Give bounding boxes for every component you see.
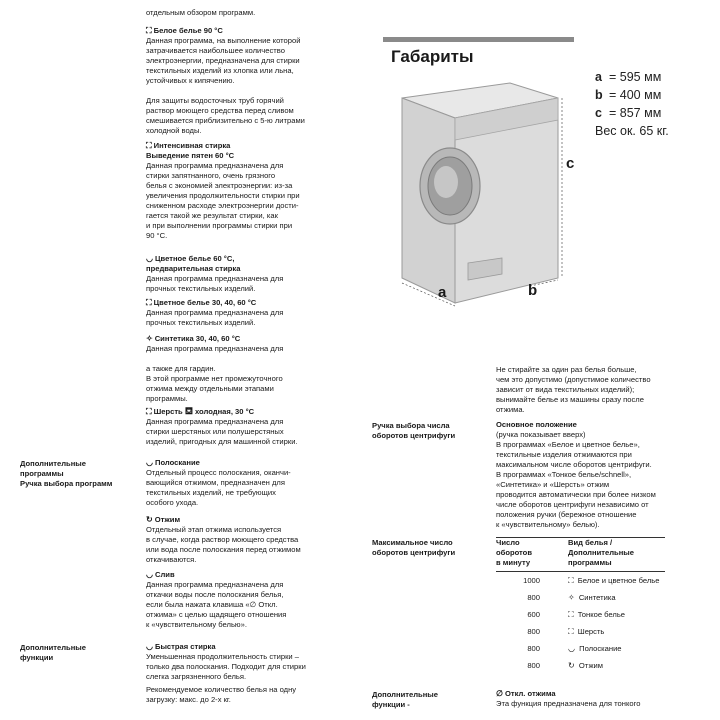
spin-icon: ↻: [568, 661, 575, 670]
spin-off-icon: ∅: [496, 689, 503, 698]
synthetic-icon: ✧: [568, 593, 575, 602]
table-row: 600⛶ Тонкое белье: [527, 610, 626, 619]
dimensions-list: a= 595 мм b= 400 мм c= 857 мм Вес ок. 65…: [595, 68, 669, 140]
rinse-icon: ◡: [568, 644, 575, 653]
page-top-cut-text: отдельным обзором программ.: [146, 8, 256, 17]
program-drain: ◡Слив Данная программа предназначена для…: [146, 570, 287, 629]
program-spin: ↻Отжим Отдельный этап отжима используетс…: [146, 515, 301, 564]
color-laundry-icon: ⛶: [146, 298, 152, 307]
dim-row-c: c= 857 мм: [595, 106, 662, 120]
program-white-title: Белое белье 90 °C: [153, 26, 223, 35]
table-row: 800◡ Полоскание: [527, 644, 622, 653]
control-panel: [454, 97, 559, 141]
program-synthetic: ✧Синтетика 30, 40, 60 °C Данная программ…: [146, 334, 284, 353]
section-title-dimensions: Габариты: [391, 47, 474, 66]
program-rinse: ◡Полоскание Отдельный процесс полоскания…: [146, 458, 291, 507]
handwash-icon: ⛾: [184, 406, 194, 417]
spin-off-function: ∅Откл. отжима Эта функция предназначена …: [496, 689, 641, 708]
service-hatch: [467, 257, 503, 281]
wool-icon: ⛶: [146, 407, 152, 416]
quick-wash-icon: ◡: [146, 642, 153, 651]
curtains-note: а также для гардин.В этой программе нет …: [146, 364, 283, 403]
white-laundry-icon: ⛶: [568, 576, 574, 585]
dim-label-b: b: [528, 282, 538, 299]
washing-machine-diagram: [401, 82, 563, 307]
basic-position: Основное положение (ручка показывает вве…: [496, 420, 656, 529]
overload-warning: Не стирайте за один раз белья больше,чем…: [496, 365, 651, 414]
dim-row-a: a= 595 мм: [595, 70, 662, 84]
prewash-icon: ◡: [146, 254, 153, 263]
program-color-60: ◡Цветное белье 60 °C, предварительная ст…: [146, 254, 284, 293]
dim-label-a: a: [438, 284, 447, 301]
dim-b-line: [529, 279, 559, 287]
program-wool: ⛶Шерсть ⛾холодная, 30 °C Данная программ…: [146, 406, 298, 447]
white-laundry-icon: ⛶: [146, 26, 152, 35]
weight: Вес ок. 65 кг.: [595, 124, 669, 138]
synthetic-icon: ✧: [146, 334, 153, 343]
delicates-icon: ⛶: [568, 610, 574, 619]
table-row: 800⛶ Шерсть: [527, 627, 605, 636]
section-bar: [383, 37, 574, 42]
drain-icon: ◡: [146, 570, 153, 579]
program-white: ⛶Белое белье 90 °C Данная программа, на …: [146, 26, 351, 86]
dim-label-c: c: [566, 155, 575, 172]
rinse-icon: ◡: [146, 458, 153, 467]
table-row: 800✧ Синтетика: [527, 593, 616, 602]
dim-row-b: b= 400 мм: [595, 88, 662, 102]
program-quick: ◡Быстрая стирка Уменьшенная продолжитель…: [146, 642, 306, 704]
table-row: 1000⛶ Белое и цветное белье: [496, 571, 666, 590]
table-row: 800↻ Отжим: [527, 661, 604, 670]
program-intensive: ⛶Интенсивная стирка Выведение пятен 60 °…: [146, 141, 300, 240]
program-color: ⛶Цветное белье 30, 40, 60 °C Данная прог…: [146, 298, 284, 327]
door-highlight: [434, 166, 458, 198]
spin-icon: ↻: [146, 515, 153, 524]
wool-icon: ⛶: [568, 627, 574, 636]
dim-a-line: [401, 282, 456, 307]
intensive-icon: ⛶: [146, 141, 152, 150]
